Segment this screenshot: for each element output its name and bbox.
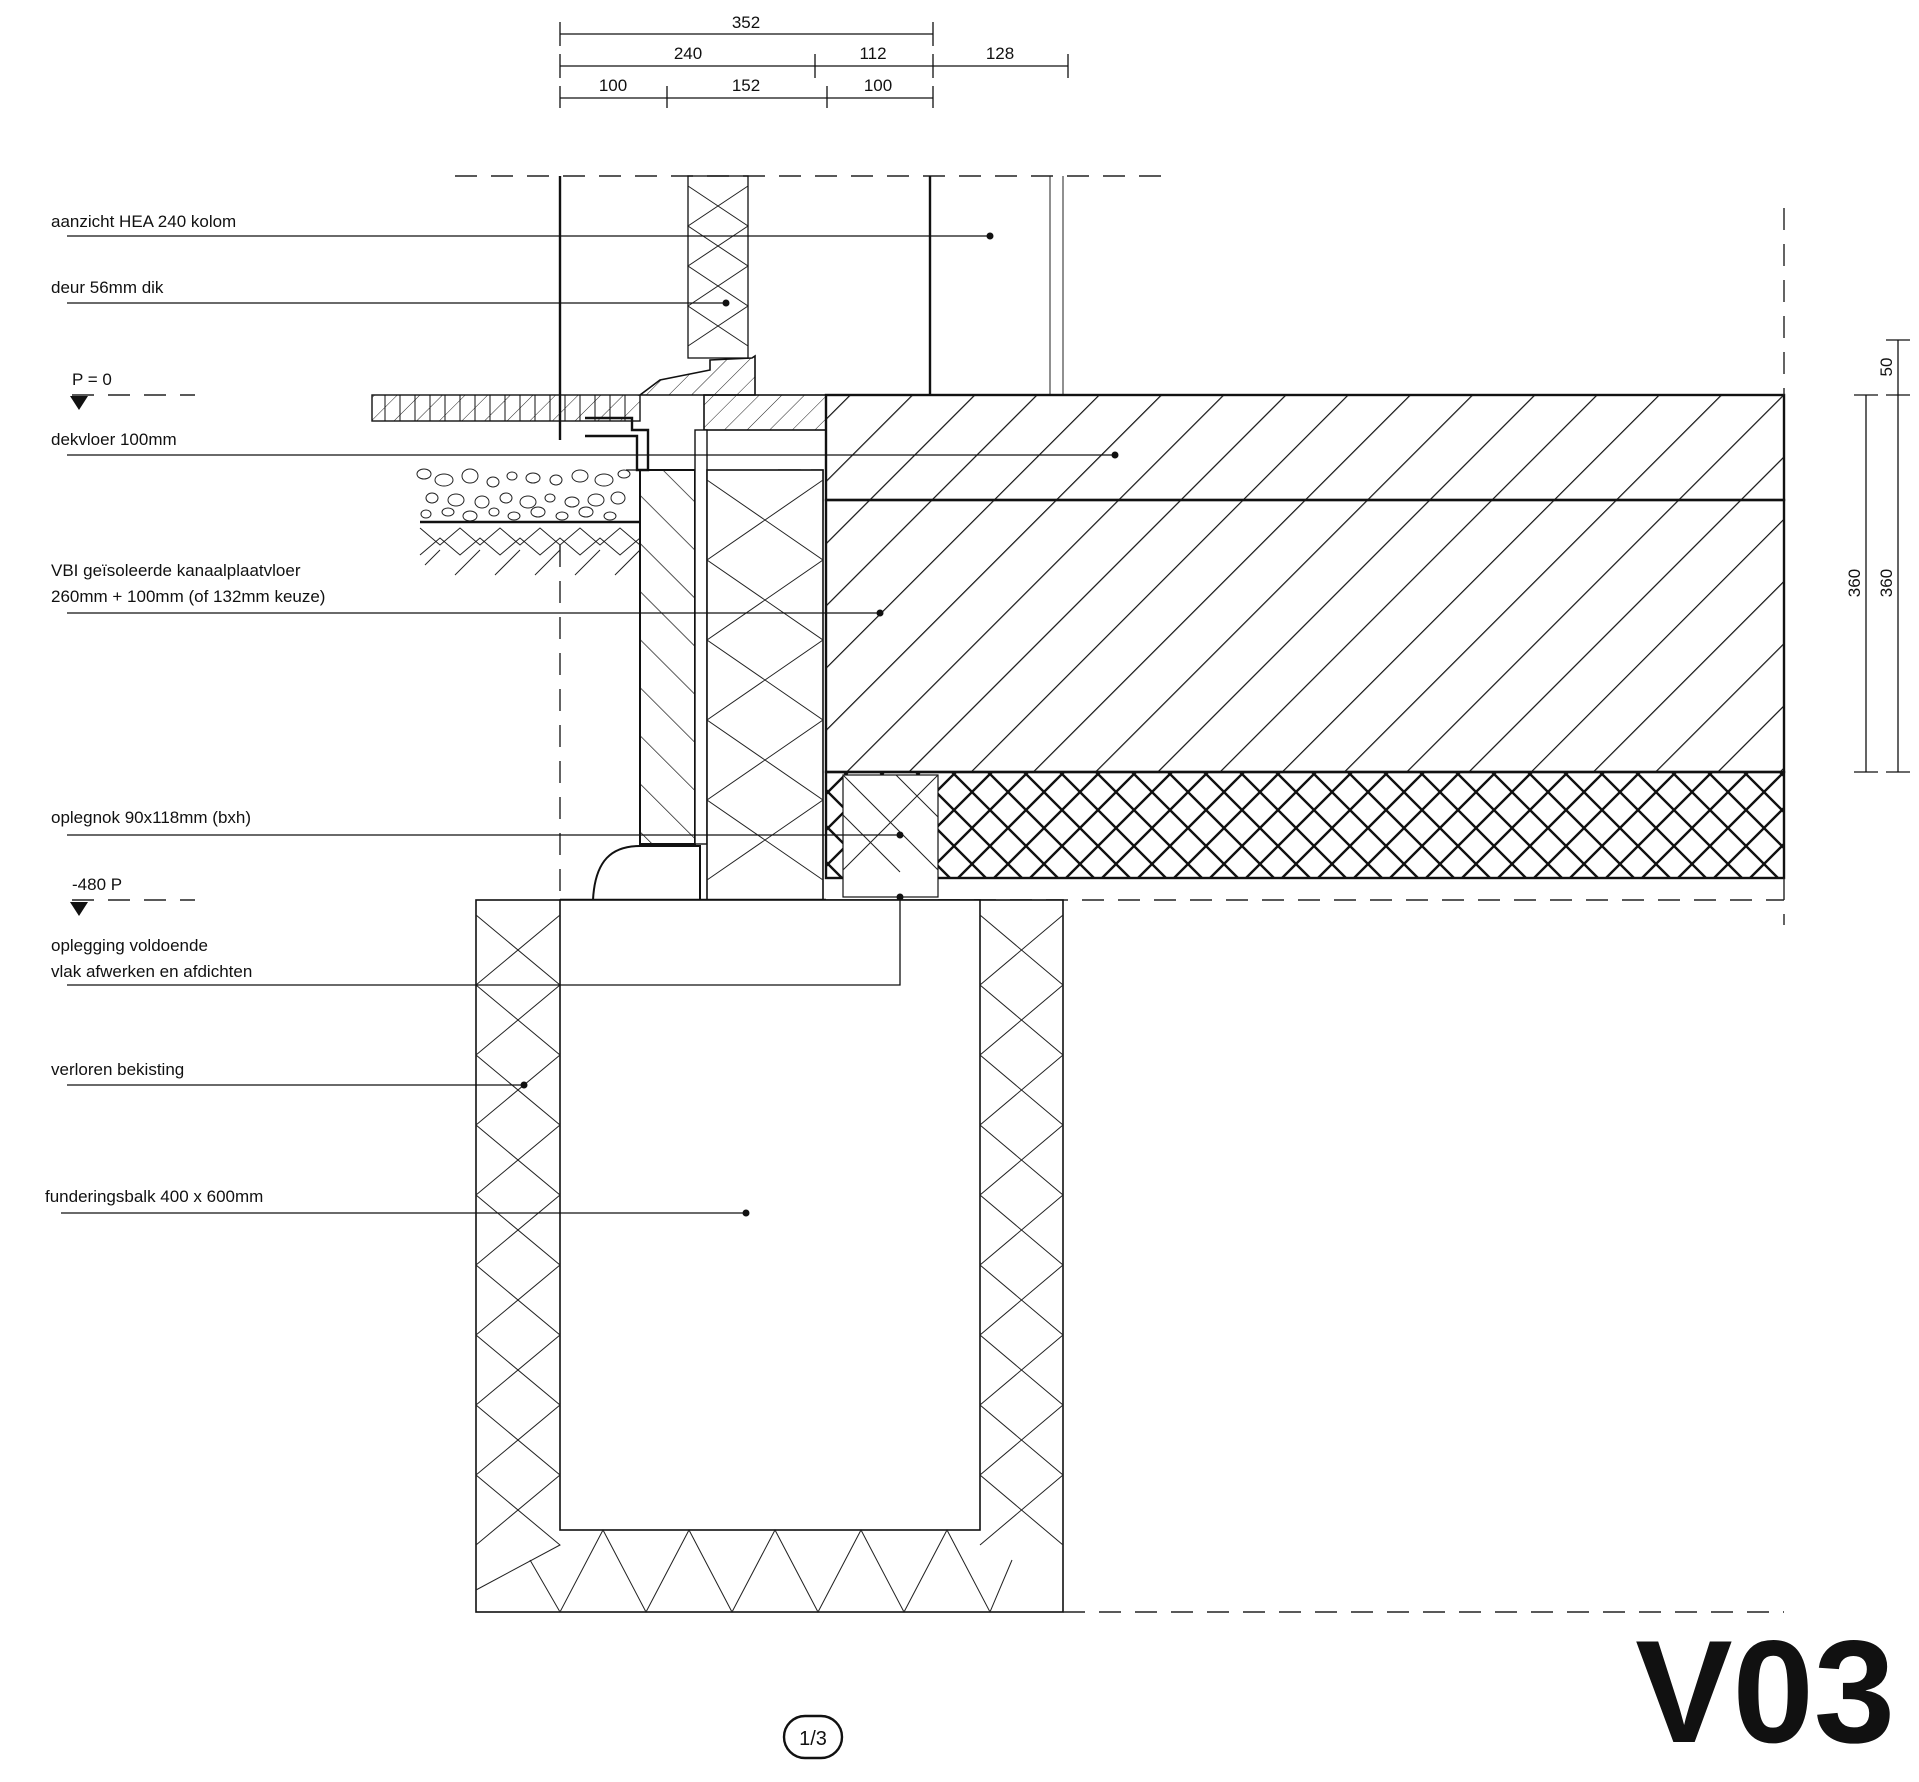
drawing-code: V03 [1635,1610,1895,1773]
label-channel-slab-2: 260mm + 100mm (of 132mm keuze) [51,587,325,606]
dim-240: 240 [674,44,702,63]
label-bearing-nib: oplegnok 90x118mm (bxh) [51,808,251,827]
dim-360-inner: 360 [1845,569,1864,597]
label-bearing-1: oplegging voldoende [51,936,208,955]
label-screed: dekvloer 100mm [51,430,177,449]
hea-column-and-door [455,175,1175,900]
dim-128: 128 [986,44,1014,63]
label-channel-slab-1: VBI geïsoleerde kanaalplaatvloer [51,561,301,580]
dim-352: 352 [732,13,760,32]
dim-50-vertical: 50 [1877,358,1896,377]
label-bearing-2: vlak afwerken en afdichten [51,962,252,981]
dim-112: 112 [859,44,886,63]
dim-100-left: 100 [599,76,627,95]
level-markers: P = 0 -480 P [70,208,1785,925]
foundation-beam [475,899,1784,1614]
dim-360-outer: 360 [1877,569,1896,597]
perimeter-wall [560,429,826,902]
dim-152: 152 [732,76,760,95]
dim-100-right: 100 [864,76,892,95]
label-foundation-beam: funderingsbalk 400 x 600mm [45,1187,263,1206]
floor-slab [824,393,1786,898]
page-indicator: 1/3 [782,1714,844,1760]
annotations: aanzicht HEA 240 kolom deur 56mm dik dek… [45,212,1119,1217]
page-number: 1/3 [799,1728,827,1750]
level-foundation: -480 P [72,875,122,894]
label-lost-formwork: verloren bekisting [51,1060,184,1079]
door-threshold [371,354,827,520]
label-door: deur 56mm dik [51,278,164,297]
top-dimension-chains: 352 240 112 128 100 152 100 [559,13,1069,108]
right-dimensions: 50 360 360 [1845,339,1910,773]
label-hea-column: aanzicht HEA 240 kolom [51,212,236,231]
gravel-and-ground [416,468,641,576]
level-ground: P = 0 [72,370,112,389]
